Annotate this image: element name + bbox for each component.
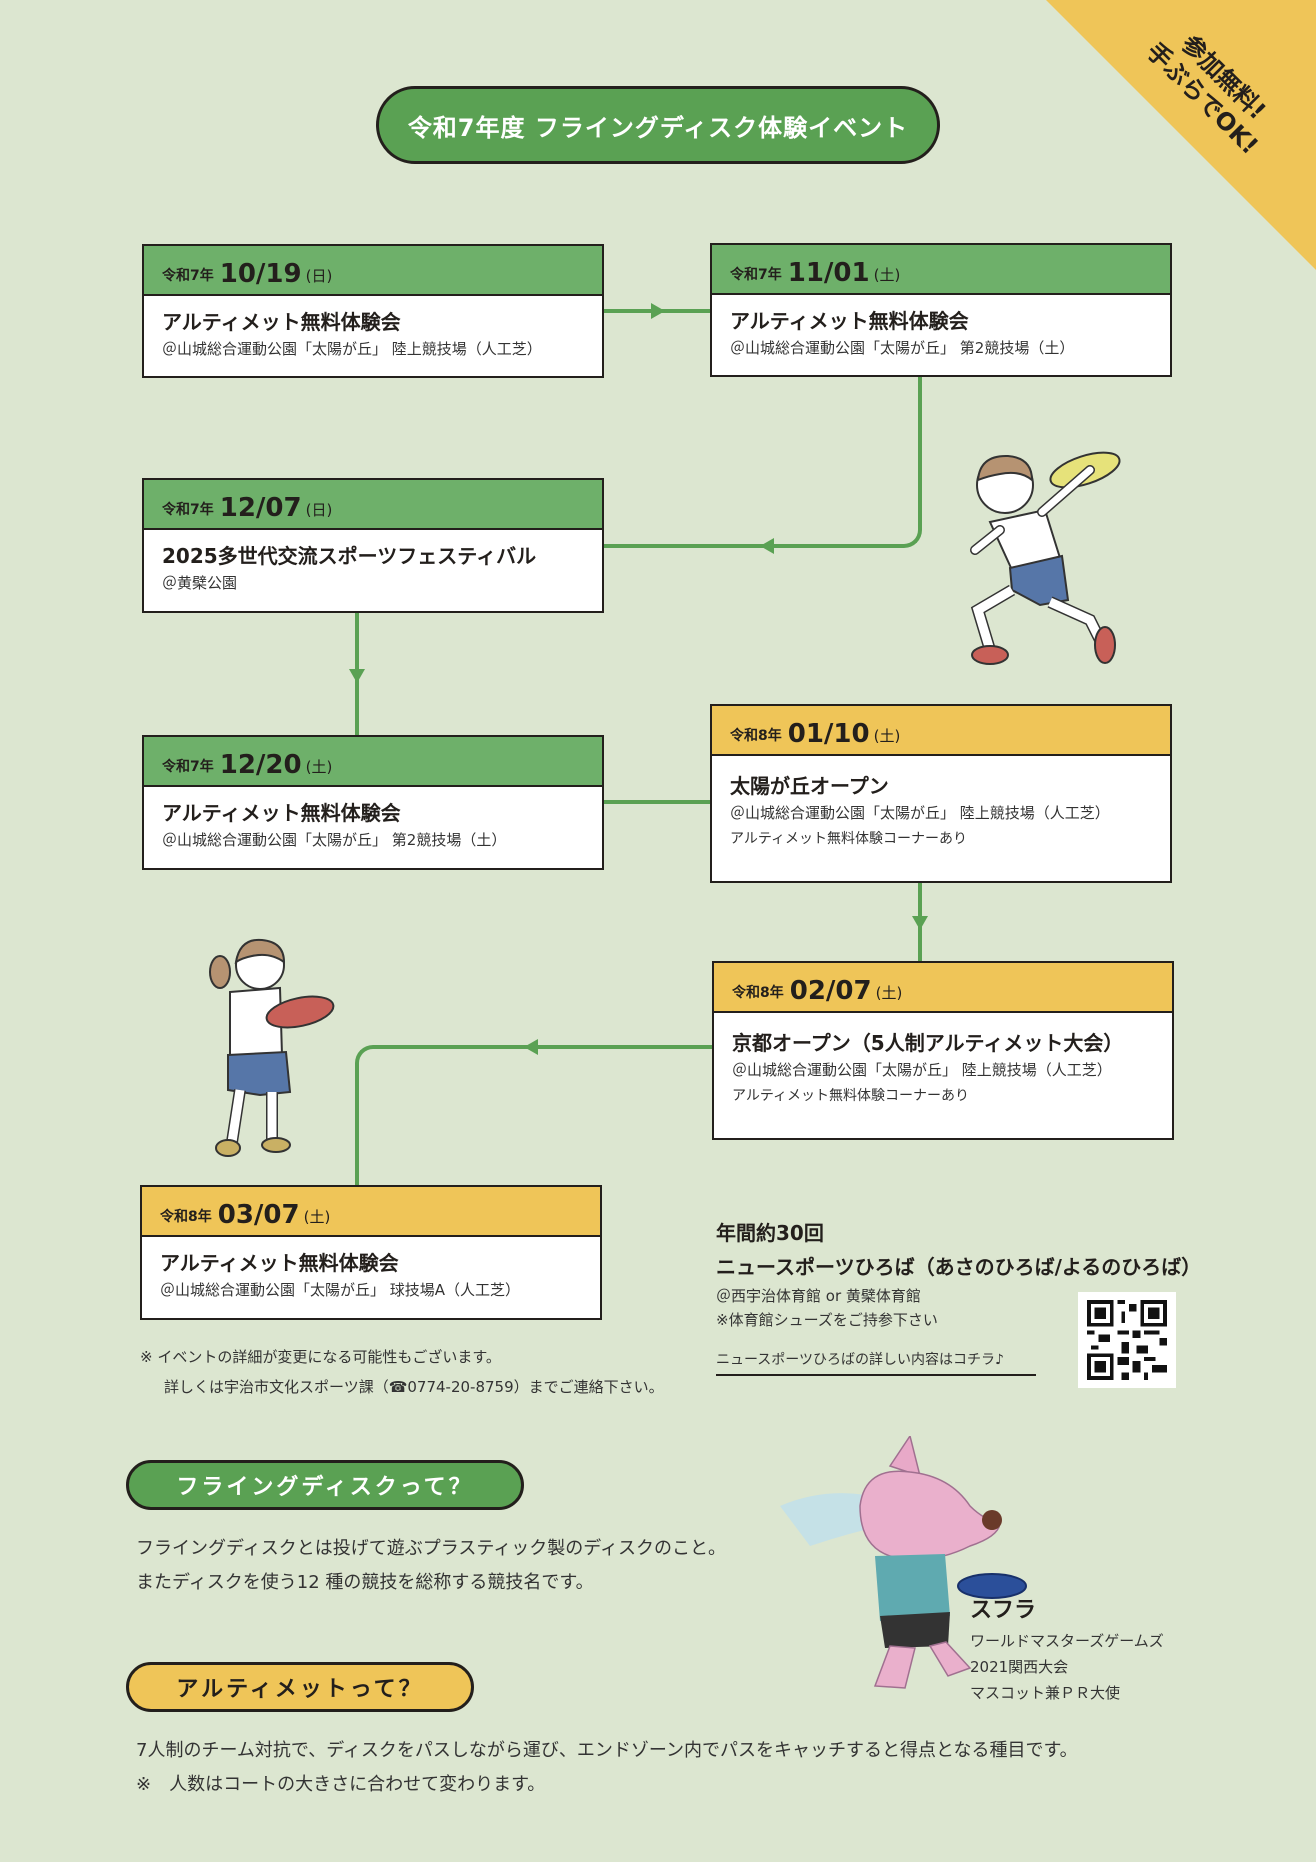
connector-4-5 (604, 800, 712, 804)
event-card: 令和7年 12/20 (土) アルティメット無料体験会 ＠山城総合運動公園「太陽… (142, 735, 604, 870)
event-card: 令和7年 12/07 (日) 2025多世代交流スポーツフェスティバル ＠黄檗公… (142, 478, 604, 613)
event-venue: ＠山城総合運動公園「太陽が丘」 陸上競技場（人工芝） (732, 1061, 1112, 1079)
arrow-left-icon (524, 1039, 538, 1055)
corner-badge (1046, 0, 1316, 270)
girl-holding-disc-illustration (209, 938, 335, 1157)
event-card: 令和8年 01/10 (土) 太陽が丘オープン ＠山城総合運動公園「太陽が丘」 … (710, 704, 1172, 883)
event-era: 令和7年 (730, 267, 782, 283)
event-era: 令和8年 (160, 1209, 212, 1225)
event-name: アルティメット無料体験会 (162, 801, 401, 825)
event-venue: ＠黄檗公園 (162, 574, 238, 592)
event-date-header: 令和8年 02/07 (土) (714, 963, 1172, 1013)
description-line: ※ 人数はコートの大きさに合わせて変わります。 (136, 1774, 546, 1795)
change-notice: ※ イベントの詳細が変更になる可能性もございます。 詳しくは宇治市文化スポーツ課… (140, 1342, 664, 1402)
event-day-of-week: (土) (873, 266, 901, 284)
description-line: 7人制のチーム対抗で、ディスクをパスしながら運び、エンドゾーン内でパスをキャッチ… (136, 1740, 1078, 1761)
arrow-right-icon (651, 303, 665, 319)
event-date: 10/19 (219, 259, 302, 289)
description-line: またディスクを使う12 種の競技を総称する競技名です。 (136, 1572, 594, 1593)
event-venue: ＠山城総合運動公園「太陽が丘」 第2競技場（土） (730, 339, 1075, 357)
event-date: 02/07 (789, 976, 872, 1006)
event-name: 太陽が丘オープン (730, 774, 889, 798)
event-venue: ＠山城総合運動公園「太陽が丘」 第2競技場（土） (162, 831, 507, 849)
event-name: 京都オープン（5人制アルティメット大会） (732, 1031, 1124, 1055)
event-day-of-week: (土) (303, 1208, 331, 1226)
mascot-name: スフラ (970, 1598, 1037, 1623)
event-day-of-week: (日) (305, 267, 333, 285)
flying-disc-heading: フライングディスクって？ (126, 1460, 524, 1510)
mascot-description: マスコット兼ＰＲ大使 (970, 1684, 1121, 1702)
event-date-header: 令和7年 12/07 (日) (144, 480, 602, 530)
arrow-down-icon (349, 669, 365, 683)
event-card: 令和7年 11/01 (土) アルティメット無料体験会 ＠山城総合運動公園「太陽… (710, 243, 1172, 377)
event-era: 令和7年 (162, 268, 214, 284)
event-era: 令和8年 (730, 728, 782, 744)
event-day-of-week: (土) (305, 758, 333, 776)
event-date: 01/10 (787, 719, 870, 749)
event-card: 令和8年 03/07 (土) アルティメット無料体験会 ＠山城総合運動公園「太陽… (140, 1185, 602, 1320)
event-name: アルティメット無料体験会 (160, 1251, 399, 1275)
event-date-header: 令和7年 10/19 (日) (144, 246, 602, 296)
plaza-name: ニュースポーツひろば（あさのひろば/よるのひろば） (716, 1255, 1202, 1279)
event-era: 令和8年 (732, 985, 784, 1001)
link-underline (716, 1374, 1036, 1376)
plaza-venue: ＠西宇治体育館 or 黄檗体育館 (716, 1287, 921, 1305)
event-date: 11/01 (787, 258, 870, 288)
connector-2-3 (604, 376, 922, 548)
arrow-left-icon (760, 538, 774, 554)
mascot-description: ワールドマスターズゲームズ (970, 1632, 1164, 1650)
event-era: 令和7年 (162, 502, 214, 518)
event-day-of-week: (日) (305, 501, 333, 519)
event-card: 令和7年 10/19 (日) アルティメット無料体験会 ＠山城総合運動公園「太陽… (142, 244, 604, 378)
notice-line: ※ イベントの詳細が変更になる可能性もございます。 (140, 1348, 501, 1366)
event-date-header: 令和8年 03/07 (土) (142, 1187, 600, 1237)
flying-disc-description: フライングディスクとは投げて遊ぶプラスティック製のディスクのこと。 またディスク… (136, 1532, 726, 1600)
event-note: アルティメット無料体験コーナーあり (732, 1088, 970, 1104)
description-line: フライングディスクとは投げて遊ぶプラスティック製のディスクのこと。 (136, 1538, 727, 1559)
event-name: アルティメット無料体験会 (162, 310, 401, 334)
event-note: アルティメット無料体験コーナーあり (730, 831, 968, 847)
contact-line: 詳しくは宇治市文化スポーツ課（☎0774-20-8759）までご連絡下さい。 (164, 1378, 664, 1396)
event-date: 03/07 (217, 1200, 300, 1230)
event-date: 12/07 (219, 493, 302, 523)
event-date-header: 令和7年 12/20 (土) (144, 737, 602, 787)
connector-6-7 (355, 1045, 714, 1187)
sufura-mascot-illustration (780, 1436, 1027, 1689)
event-era: 令和7年 (162, 759, 214, 775)
event-card: 令和8年 02/07 (土) 京都オープン（5人制アルティメット大会） ＠山城総… (712, 961, 1174, 1140)
event-name: アルティメット無料体験会 (730, 309, 969, 333)
boy-throwing-disc-illustration (970, 451, 1121, 665)
event-day-of-week: (土) (873, 727, 901, 745)
qr-code-icon[interactable] (1078, 1292, 1176, 1388)
new-sports-plaza-info: 年間約30回 ニュースポーツひろば（あさのひろば/よるのひろば） ＠西宇治体育館… (716, 1216, 1202, 1376)
event-day-of-week: (土) (875, 984, 903, 1002)
ultimate-description: 7人制のチーム対抗で、ディスクをパスしながら運び、エンドゾーン内でパスをキャッチ… (136, 1734, 1078, 1802)
ultimate-heading: アルティメットって？ (126, 1662, 474, 1712)
arrow-down-icon (912, 916, 928, 930)
plaza-details-link[interactable]: ニュースポーツひろばの詳しい内容はコチラ♪ (716, 1352, 1004, 1368)
event-venue: ＠山城総合運動公園「太陽が丘」 陸上競技場（人工芝） (730, 804, 1110, 822)
page-title: 令和7年度 フライングディスク体験イベント (376, 86, 940, 164)
event-date-header: 令和8年 01/10 (土) (712, 706, 1170, 756)
plaza-frequency: 年間約30回 (716, 1221, 824, 1245)
event-venue: ＠山城総合運動公園「太陽が丘」 球技場A（人工芝） (160, 1281, 521, 1299)
mascot-caption: スフラ ワールドマスターズゲームズ 2021関西大会 マスコット兼ＰＲ大使 (970, 1594, 1164, 1706)
mascot-description: 2021関西大会 (970, 1658, 1069, 1676)
plaza-note: ※体育館シューズをご持参下さい (716, 1311, 938, 1329)
event-date: 12/20 (219, 750, 302, 780)
event-date-header: 令和7年 11/01 (土) (712, 245, 1170, 295)
event-name: 2025多世代交流スポーツフェスティバル (162, 544, 537, 568)
event-venue: ＠山城総合運動公園「太陽が丘」 陸上競技場（人工芝） (162, 340, 542, 358)
